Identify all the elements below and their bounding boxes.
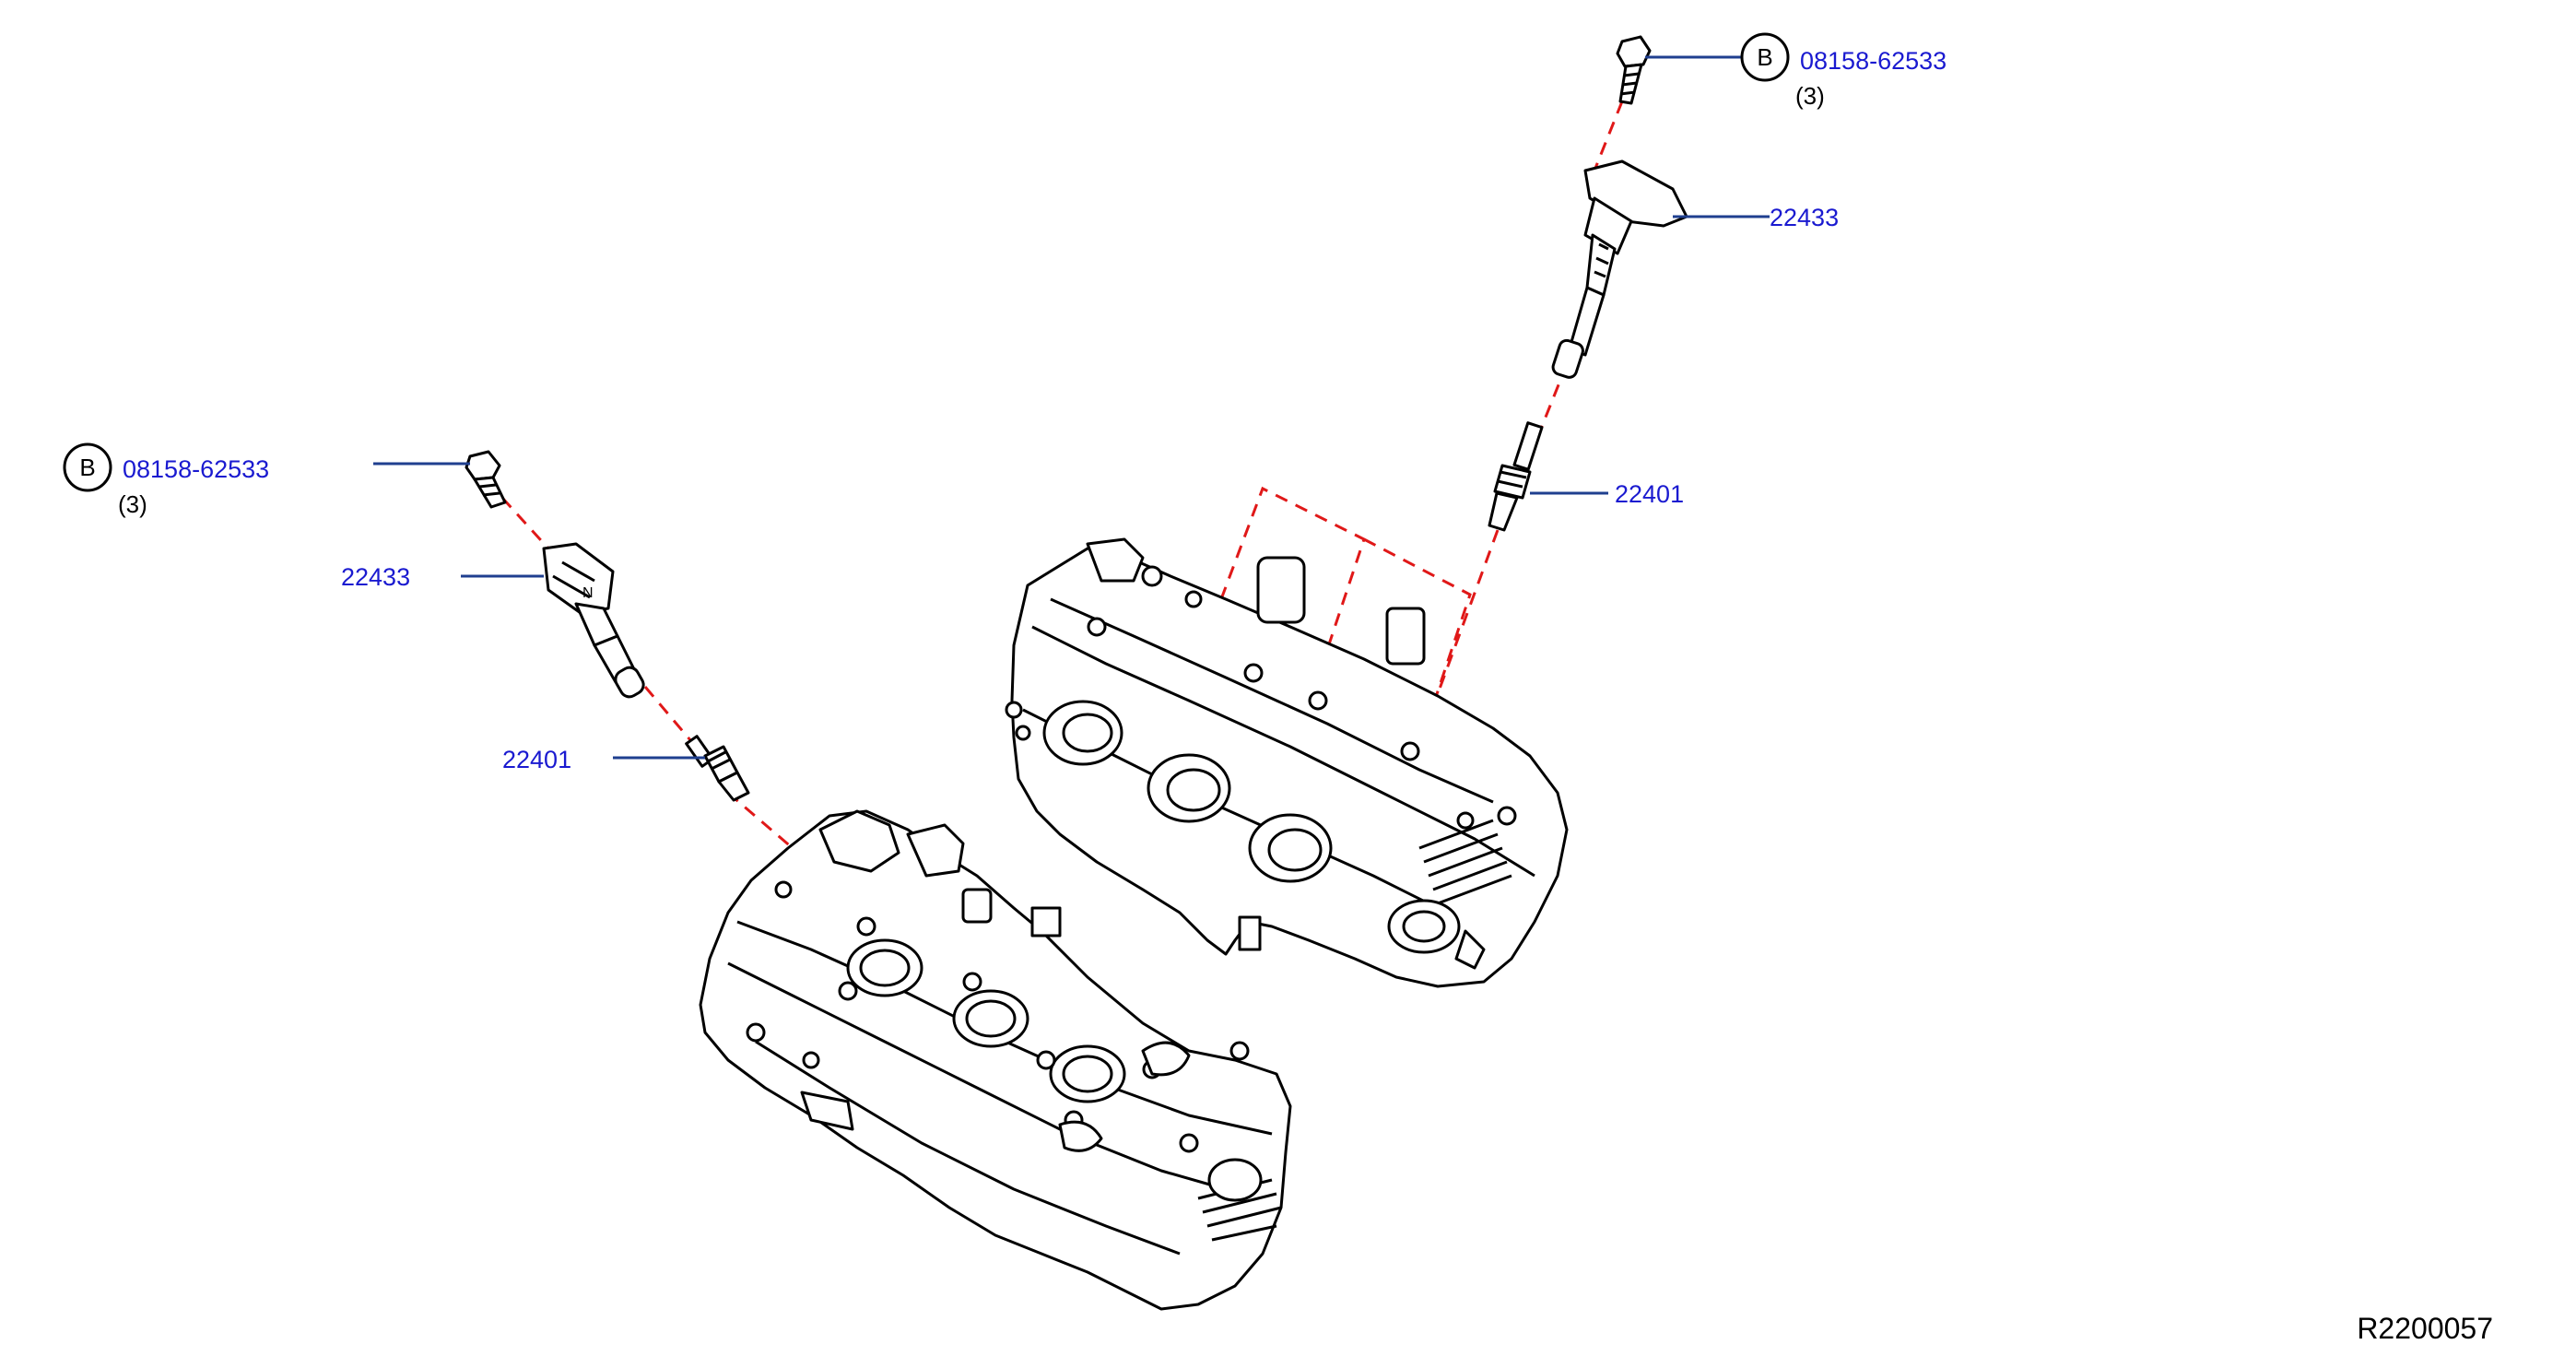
callout-right-plug: 22401 <box>1615 480 1684 508</box>
part-number-label: 08158-62533 <box>123 455 269 483</box>
right-path-plug-head <box>1427 529 1500 720</box>
quantity-label: (3) <box>1795 82 1825 110</box>
callout-left-bolt: B 08158-62533 (3) <box>63 442 269 518</box>
spark-plug-icon <box>1488 421 1544 532</box>
cylinder-head-right <box>1005 537 1569 988</box>
part-number-label: 22433 <box>1770 204 1839 231</box>
reference-marker-circle <box>63 442 112 492</box>
callout-left-plug: 22401 <box>502 746 571 773</box>
part-number-label: 22401 <box>1615 480 1684 508</box>
diagram-reference-code: R2200057 <box>2357 1312 2493 1345</box>
callout-left-coil: 22433 <box>341 563 410 591</box>
callout-right-coil: 22433 <box>1770 204 1839 231</box>
part-number-label: 08158-62533 <box>1800 47 1947 75</box>
right-path-bracket <box>1219 486 1472 720</box>
ignition-coil-icon: N <box>542 542 645 699</box>
svg-text:N: N <box>582 585 594 601</box>
left-path-coil-plug <box>643 686 698 748</box>
leader-lines <box>373 55 1770 760</box>
part-number-label: 22433 <box>341 563 410 591</box>
right-path-bolt-coil <box>1593 100 1624 171</box>
left-path-plug-head <box>727 791 794 850</box>
left-path-bolt-coil <box>500 496 550 550</box>
reference-marker-circle <box>1740 32 1790 82</box>
spark-plug-icon <box>685 735 750 802</box>
quantity-label: (3) <box>118 490 147 518</box>
reference-marker-letter: B <box>79 454 95 481</box>
reference-marker-letter: B <box>1757 43 1772 71</box>
bolt-icon <box>465 450 507 509</box>
cylinder-head-left <box>699 809 1292 1311</box>
part-number-label: 22401 <box>502 746 571 773</box>
callout-right-bolt: B 08158-62533 (3) <box>1740 32 1947 110</box>
bolt-icon <box>1616 35 1652 105</box>
ignition-coil-icon <box>1551 159 1688 379</box>
